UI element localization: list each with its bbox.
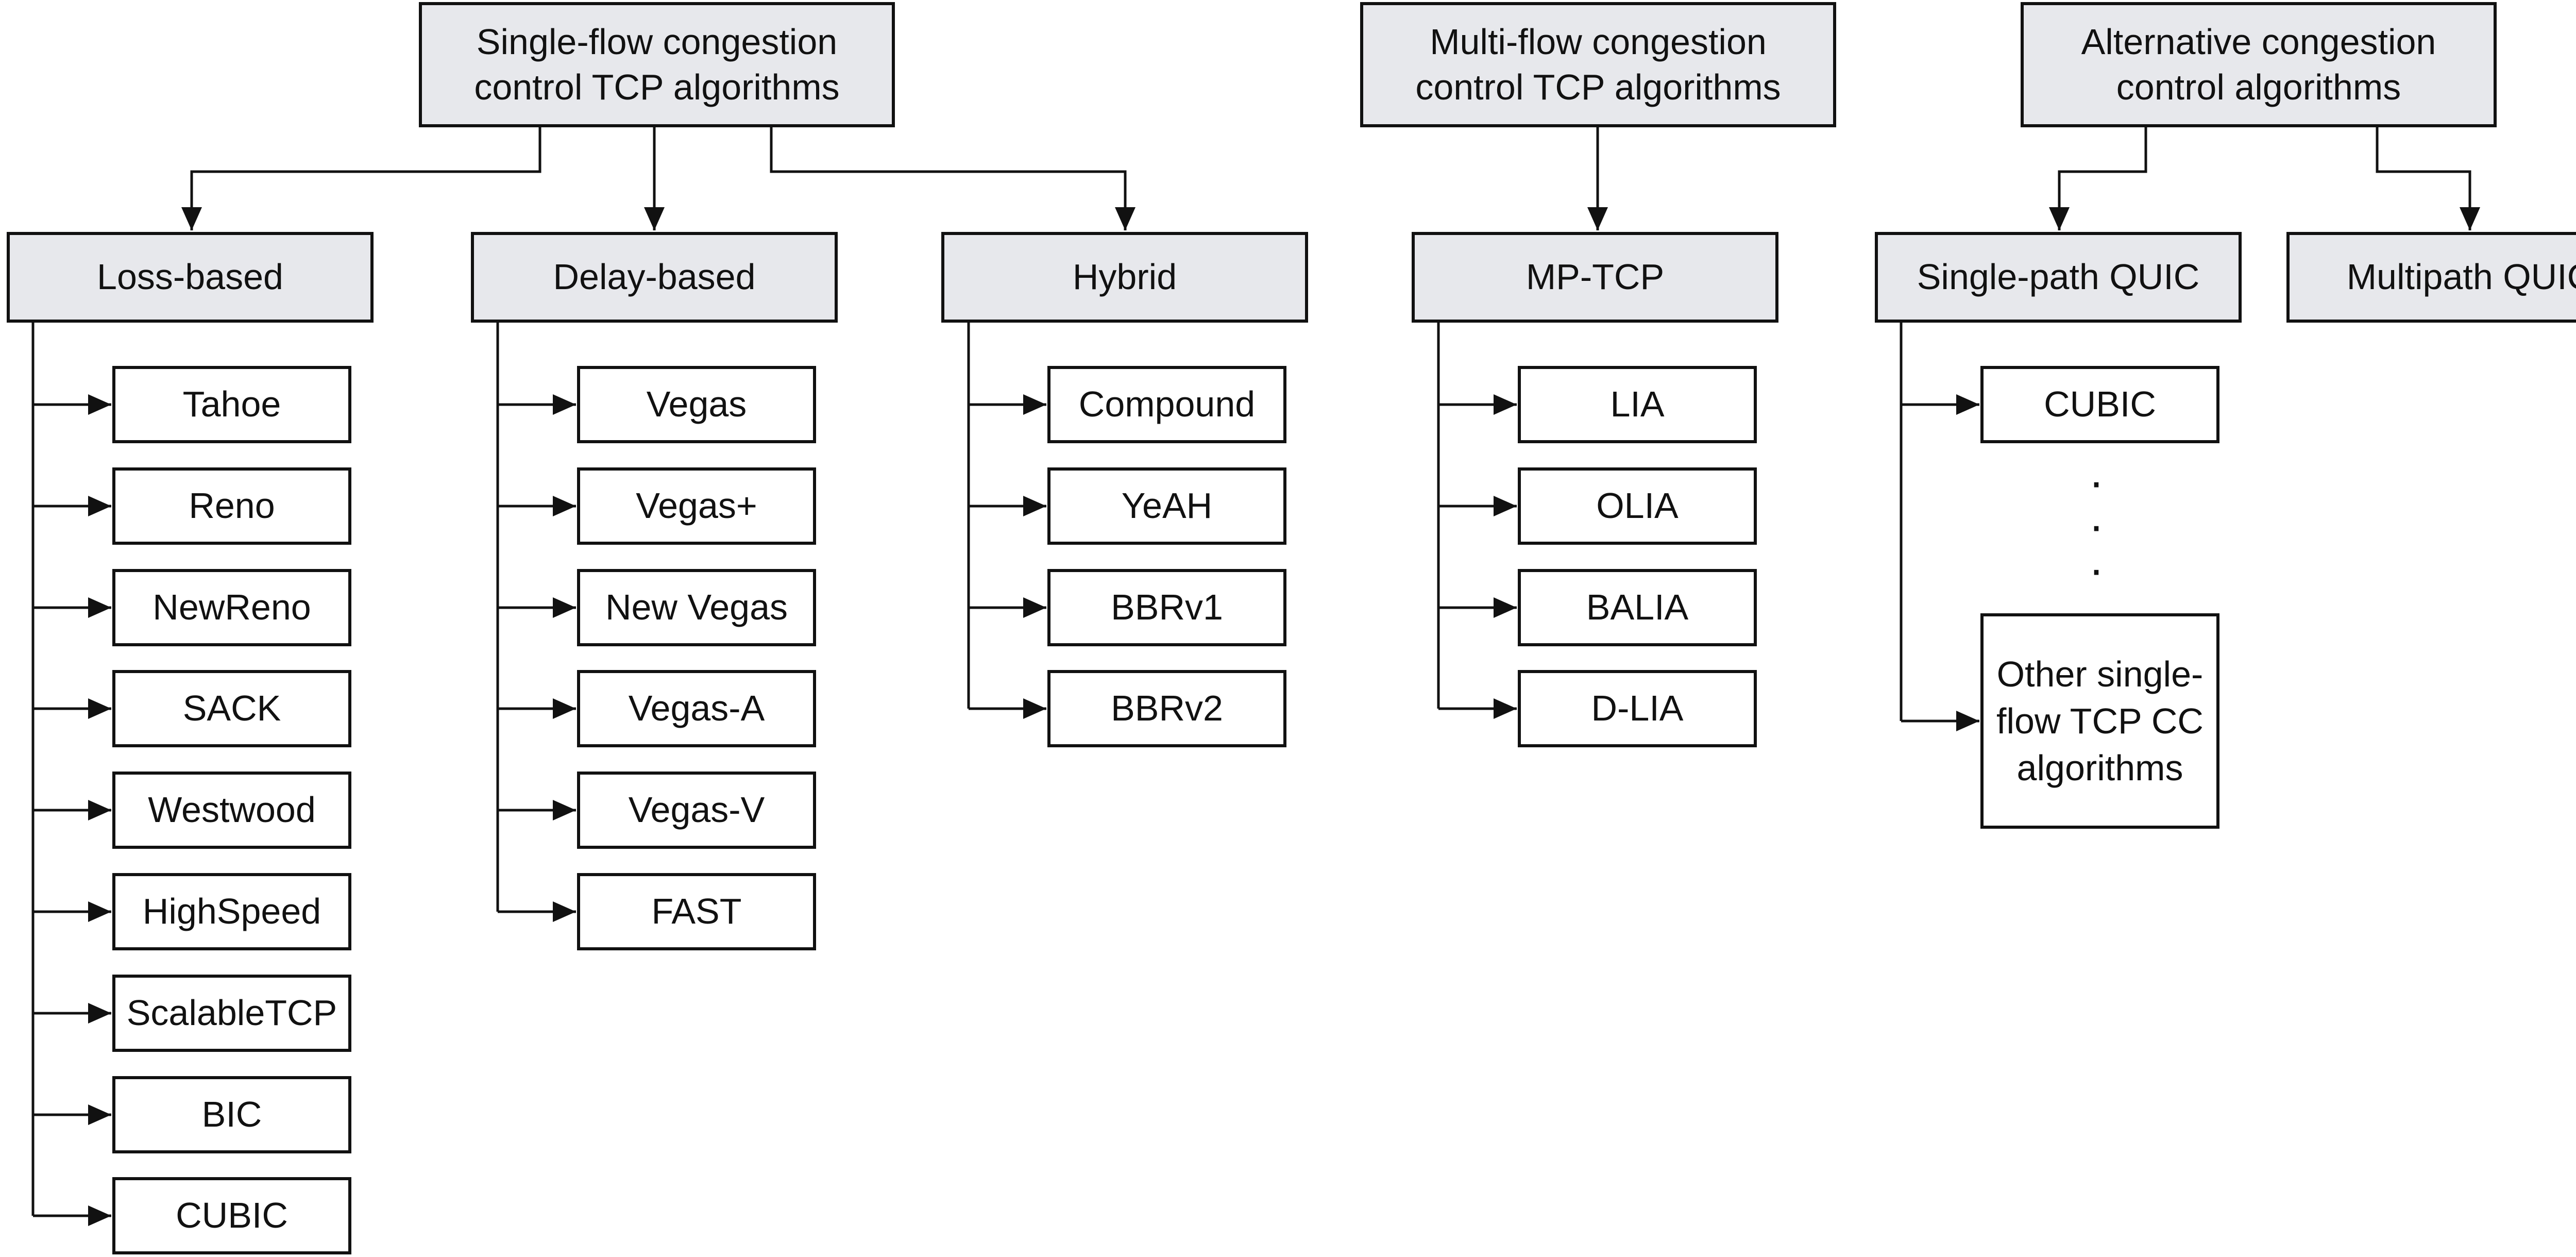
leaf-delay-4: Vegas-V: [577, 772, 816, 849]
connector-4: [2049, 127, 2147, 230]
leaf-loss-7: BIC: [112, 1076, 351, 1153]
connector-5: [2376, 127, 2480, 230]
leaf-hybrid-2: BBRv1: [1047, 569, 1286, 646]
leaf-sp-quic-0: CUBIC: [1980, 366, 2219, 443]
leaf-loss-5: HighSpeed: [112, 873, 351, 950]
leaf-delay-2: New Vegas: [577, 569, 816, 646]
category-hybrid: Hybrid: [941, 232, 1308, 323]
root-single-flow: Single-flow congestion control TCP algor…: [419, 2, 895, 127]
leaf-mptcp-2: BALIA: [1518, 569, 1757, 646]
category-loss-based: Loss-based: [7, 232, 374, 323]
leaf-loss-2: NewReno: [112, 569, 351, 646]
leaf-delay-1: Vegas+: [577, 467, 816, 545]
root-multi-flow: Multi-flow congestion control TCP algori…: [1360, 2, 1836, 127]
connector-2: [770, 127, 1136, 230]
category-multipath-quic: Multipath QUIC: [2286, 232, 2576, 323]
leaf-delay-5: FAST: [577, 873, 816, 950]
leaf-loss-1: Reno: [112, 467, 351, 545]
root-alternative: Alternative congestion control algorithm…: [2021, 2, 2497, 127]
leaf-loss-6: ScalableTCP: [112, 975, 351, 1052]
leaf-loss-4: Westwood: [112, 772, 351, 849]
ellipsis-dot-3: ·: [2089, 544, 2104, 595]
category-mp-tcp: MP-TCP: [1412, 232, 1778, 323]
leaf-mptcp-1: OLIA: [1518, 467, 1757, 545]
leaf-delay-0: Vegas: [577, 366, 816, 443]
leaf-loss-3: SACK: [112, 670, 351, 747]
leaf-hybrid-1: YeAH: [1047, 467, 1286, 545]
leaf-loss-0: Tahoe: [112, 366, 351, 443]
leaf-sp-quic-1: Other single-flow TCP CC algorithms: [1980, 613, 2219, 829]
connector-0: [181, 127, 541, 230]
ellipsis-dot-2: ·: [2089, 500, 2104, 551]
category-delay-based: Delay-based: [471, 232, 838, 323]
leaf-hybrid-0: Compound: [1047, 366, 1286, 443]
category-single-path-quic: Single-path QUIC: [1875, 232, 2242, 323]
leaf-loss-8: CUBIC: [112, 1177, 351, 1254]
ellipsis-dot-1: ·: [2089, 456, 2104, 508]
leaf-mptcp-3: D-LIA: [1518, 670, 1757, 747]
leaf-mptcp-0: LIA: [1518, 366, 1757, 443]
leaf-hybrid-3: BBRv2: [1047, 670, 1286, 747]
leaf-delay-3: Vegas-A: [577, 670, 816, 747]
